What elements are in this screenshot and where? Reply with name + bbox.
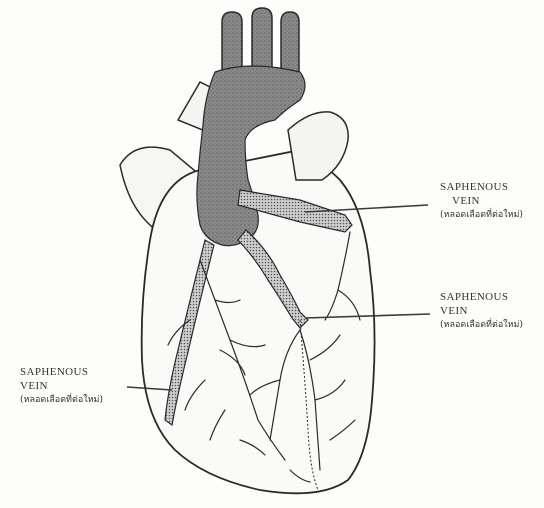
label-top-vein: VEIN [440,194,523,208]
label-mid-vein: VEIN [440,304,523,318]
label-top-thai: (หลอดเลือดที่ต่อใหม่) [440,208,523,222]
label-top-name: SAPHENOUS [440,180,523,194]
label-saphenous-vein-left: SAPHENOUS VEIN (หลอดเลือดที่ต่อใหม่) [20,365,103,407]
label-saphenous-vein-middle: SAPHENOUS VEIN (หลอดเลือดที่ต่อใหม่) [440,290,523,332]
label-left-name: SAPHENOUS [20,365,103,379]
label-left-thai: (หลอดเลือดที่ต่อใหม่) [20,393,103,407]
pulmonary-trunk [288,112,348,180]
label-mid-name: SAPHENOUS [440,290,523,304]
label-left-vein: VEIN [20,379,103,393]
label-saphenous-vein-top: SAPHENOUS VEIN (หลอดเลือดที่ต่อใหม่) [440,180,523,222]
label-mid-thai: (หลอดเลือดที่ต่อใหม่) [440,318,523,332]
